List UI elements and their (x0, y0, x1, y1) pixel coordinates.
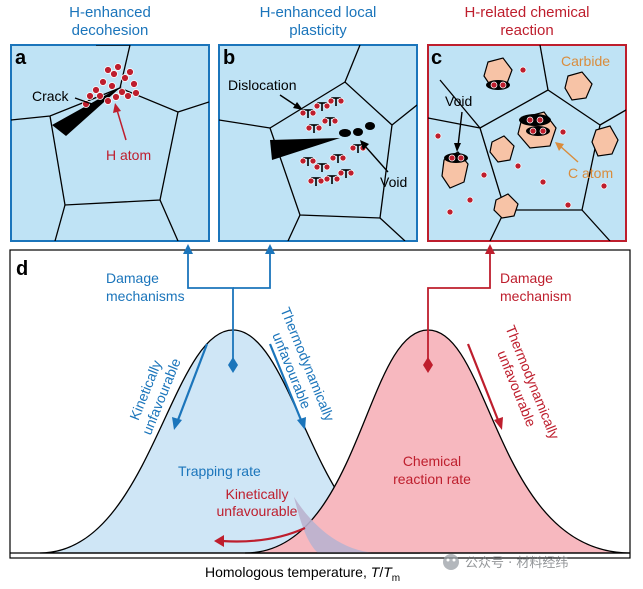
panel-b: b Dislocation Void (218, 44, 418, 242)
svg-text:mechanisms: mechanisms (106, 288, 185, 304)
h-atoms-b (299, 97, 367, 185)
svg-text:H-enhanced local: H-enhanced local (260, 4, 377, 21)
damage-mechanism-label: Damage mechanism (500, 270, 572, 304)
svg-text:mechanism: mechanism (500, 288, 572, 304)
svg-text:reaction: reaction (500, 22, 553, 39)
h-atom-arrow (113, 103, 127, 141)
blue-connector (183, 244, 275, 373)
panel-a: a Crack H atom (10, 44, 210, 242)
panel-a-grain-boundaries (11, 45, 209, 241)
kinetic-arrow-left (172, 343, 209, 430)
svg-text:Damage: Damage (500, 270, 553, 286)
plot-d: d Damage mechanisms Damage mechanism Kin… (9, 244, 631, 584)
dislocation-label: Dislocation (228, 77, 296, 93)
void-label-c: Void (445, 93, 472, 109)
void-arrow-b (360, 140, 389, 173)
voids-b (339, 122, 375, 137)
crack-wedge-b (270, 138, 340, 160)
svg-text:reaction rate: reaction rate (393, 471, 471, 487)
panel-c-letter: c (431, 47, 442, 69)
svg-text:Chemical: Chemical (403, 453, 461, 469)
watermark: 公众号 · 材料经纬 (443, 554, 568, 571)
kinetic-arrow-bottom (214, 526, 306, 547)
c-atom-label: C atom (568, 165, 613, 181)
void-label-b: Void (380, 174, 407, 190)
c-atom-arrow (555, 142, 579, 163)
carbide-label: Carbide (561, 53, 610, 69)
panel-a-title: H-enhanced decohesion (69, 4, 151, 39)
panel-c-title: H-related chemical reaction (464, 4, 589, 39)
svg-text:Kinetically: Kinetically (225, 486, 288, 502)
crack-pointer (74, 97, 93, 105)
chemical-reaction-rate-label: Chemical reaction rate (393, 453, 471, 487)
thermo-arrow-blue (268, 343, 306, 430)
x-axis-label: Homologous temperature, T/Tm (205, 564, 400, 584)
void-arrow-c (454, 111, 463, 152)
dislocations-b (303, 97, 363, 186)
crack-wedge (52, 86, 122, 136)
panel-b-grain-boundaries (219, 45, 417, 241)
h-atom-label: H atom (106, 147, 151, 163)
svg-text:公众号 · 材料经纬: 公众号 · 材料经纬 (465, 556, 568, 571)
h-atoms-c (434, 66, 608, 216)
kinetically-unfavourable-bottom: Kinetically unfavourable (217, 486, 298, 519)
crack-label: Crack (32, 88, 70, 104)
trapping-rate-label: Trapping rate (178, 463, 261, 479)
overlap-region (294, 497, 380, 553)
panel-c: c Carbide Void C atom (427, 44, 627, 242)
panel-b-letter: b (223, 47, 235, 69)
panel-a-letter: a (15, 47, 27, 69)
damage-mechanisms-label: Damage mechanisms (106, 270, 185, 304)
panel-b-title: H-enhanced local plasticity (260, 4, 377, 39)
svg-text:decohesion: decohesion (72, 22, 149, 39)
dislocation-arrow (279, 94, 303, 110)
thermo-arrow-red (466, 343, 503, 430)
red-connector (423, 244, 495, 373)
svg-text:H-enhanced: H-enhanced (69, 4, 151, 21)
panel-d-letter: d (16, 258, 28, 280)
h-atoms-a (82, 63, 140, 108)
svg-text:Damage: Damage (106, 270, 159, 286)
svg-text:unfavourable: unfavourable (217, 503, 298, 519)
svg-text:plasticity: plasticity (289, 22, 347, 39)
svg-text:H-related chemical: H-related chemical (464, 4, 589, 21)
